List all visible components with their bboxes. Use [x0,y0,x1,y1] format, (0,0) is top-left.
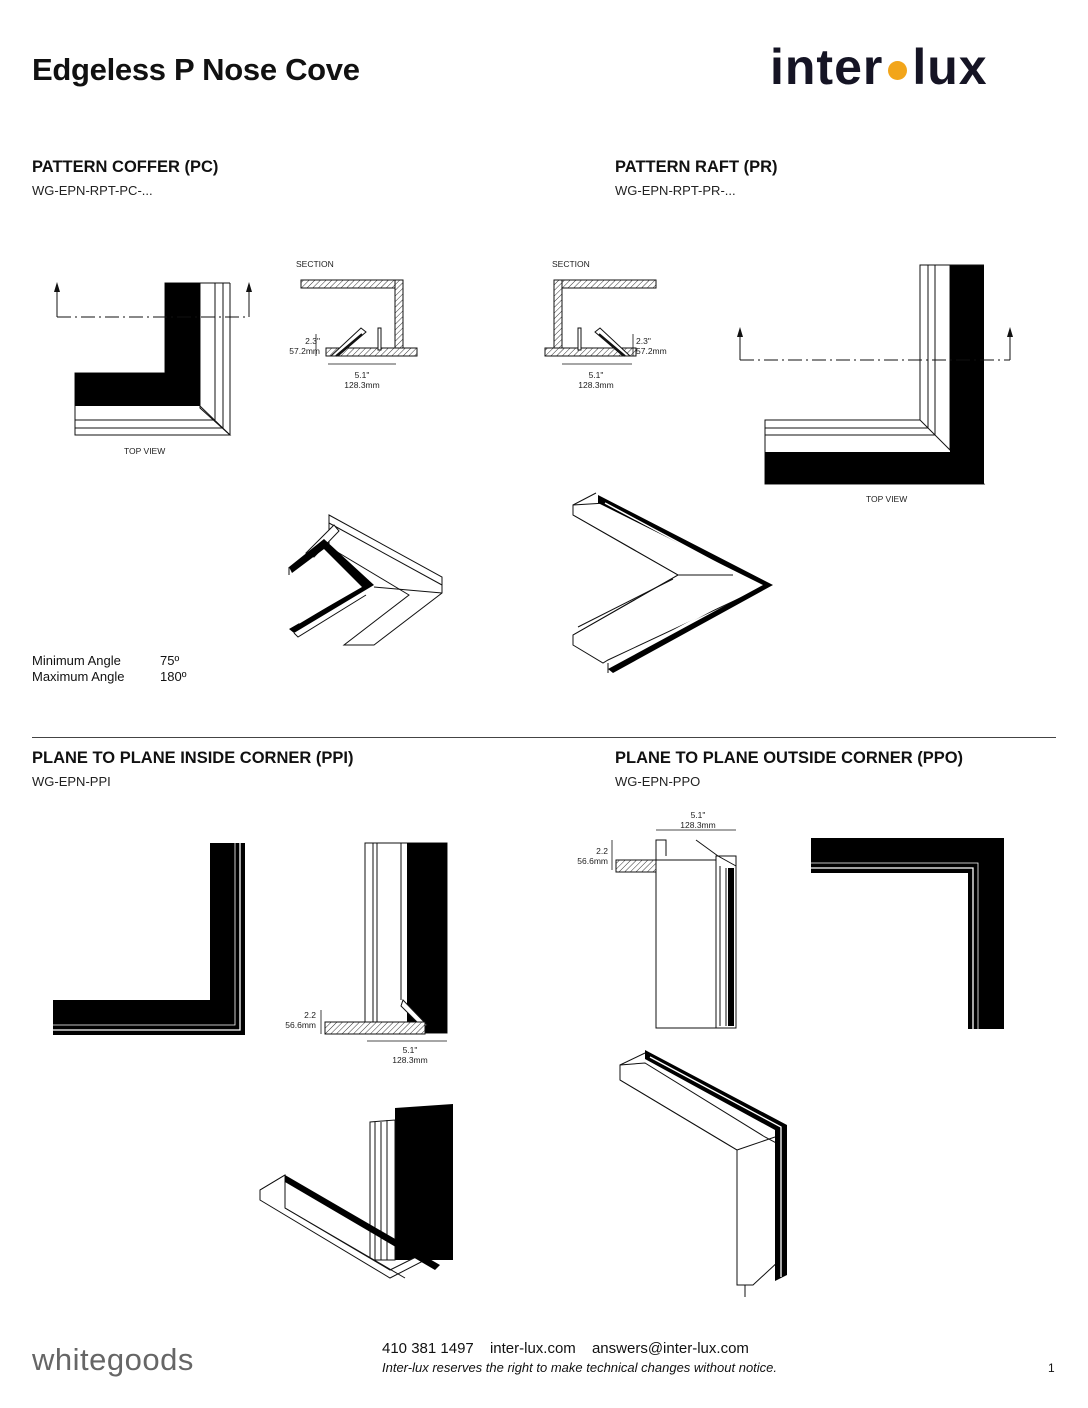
ppi-height-in: 2.2 [304,1010,316,1020]
ppi-product-code: WG-EPN-PPI [32,774,111,789]
section-divider [32,737,1056,738]
pr-height-dimension: 2.3"57.2mm [636,336,676,356]
ppo-width-mm: 128.3mm [680,820,716,830]
ppo-width-dimension: 5.1"128.3mm [668,810,728,830]
pc-height-mm: 57.2mm [289,346,320,356]
pr-product-code: WG-EPN-RPT-PR-... [615,183,736,198]
logo-dot [888,61,908,80]
ppo-width-in: 5.1" [690,810,706,820]
logo-text-right: lux [912,39,988,95]
pc-spec-value: 180º [160,669,187,684]
pc-section-title: PATTERN COFFER (PC) [32,158,219,176]
footer-contact: 410 381 1497 inter-lux.com answers@inter… [382,1340,761,1357]
pc-spec-row: Maximum Angle 180º [32,669,186,685]
interlux-logo: inter lux [770,38,988,96]
pc-width-mm: 128.3mm [344,380,380,390]
pc-isometric-drawing [288,514,443,646]
footer-disclaimer: Inter-lux reserves the right to make tec… [382,1360,778,1375]
pr-section-label: SECTION [552,259,590,269]
pr-height-in: 2.3" [636,336,651,346]
ppo-top-view-drawing [811,838,1004,1029]
ppi-section-title: PLANE TO PLANE INSIDE CORNER (PPI) [32,749,354,767]
pr-top-view-drawing [737,264,1013,485]
ppi-top-view-drawing [53,843,245,1035]
page-number: 1 [1048,1361,1055,1375]
footer-website[interactable]: inter-lux.com [489,1340,576,1357]
pc-section-label: SECTION [296,259,334,269]
page-title: Edgeless P Nose Cove [32,52,360,87]
pc-spec-row: Minimum Angle 75º [32,653,186,669]
pc-height-in: 2.3" [305,336,320,346]
pc-width-in: 5.1" [354,370,370,380]
pr-height-mm: 57.2mm [636,346,667,356]
pc-spec-label: Minimum Angle [32,653,121,668]
ppi-width-in: 5.1" [402,1045,418,1055]
pr-top-view-label: TOP VIEW [866,494,908,504]
ppi-isometric-drawing [259,1104,453,1279]
ppo-product-code: WG-EPN-PPO [615,774,701,789]
pr-section-title: PATTERN RAFT (PR) [615,158,778,176]
ppo-section-title: PLANE TO PLANE OUTSIDE CORNER (PPO) [615,749,964,767]
footer-email[interactable]: answers@inter-lux.com [591,1340,749,1357]
pc-top-view-label: TOP VIEW [124,446,166,456]
pr-width-in: 5.1" [588,370,604,380]
pc-top-view-drawing [54,282,252,436]
pc-spec-label: Maximum Angle [32,669,125,684]
pc-section-drawing [300,279,418,365]
pr-width-mm: 128.3mm [578,380,614,390]
ppi-height-mm: 56.6mm [285,1020,316,1030]
pc-specs: Minimum Angle 75º Maximum Angle 180º [32,653,186,685]
pc-spec-value: 75º [160,653,180,668]
ppo-isometric-drawing [619,1050,787,1297]
pr-isometric-drawing [572,492,773,673]
pc-width-dimension: 5.1"128.3mm [332,370,392,390]
pc-height-dimension: 2.3"57.2mm [268,336,320,356]
ppi-width-dimension: 5.1"128.3mm [380,1045,440,1065]
ppo-section-drawing [611,829,737,1029]
pc-product-code: WG-EPN-RPT-PC-... [32,183,153,198]
ppi-width-mm: 128.3mm [392,1055,428,1065]
ppo-height-mm: 56.6mm [577,856,608,866]
pr-section-drawing [544,279,657,365]
footer-phone[interactable]: 410 381 1497 [382,1340,474,1357]
logo-text-left: inter [770,39,884,95]
pr-width-dimension: 5.1"128.3mm [566,370,626,390]
ppi-section-drawing [320,842,448,1042]
ppo-height-in: 2.2 [596,846,608,856]
whitegoods-brand: whitegoods [32,1342,194,1377]
